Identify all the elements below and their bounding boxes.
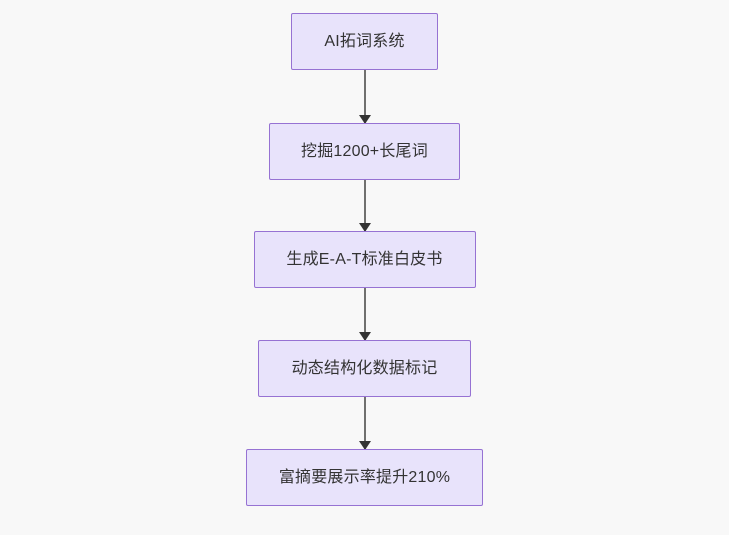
- edge-line: [363, 288, 366, 340]
- flow-node-label: 挖掘1200+长尾词: [301, 142, 428, 160]
- arrow-down-icon: [358, 223, 371, 232]
- flow-node-label: 生成E-A-T标准白皮书: [286, 250, 443, 268]
- flow-edge-3: [355, 288, 375, 341]
- flow-edge-4: [355, 397, 375, 450]
- arrow-down-icon: [358, 441, 371, 450]
- flow-node-dynamic-structured-data-markup[interactable]: 动态结构化数据标记: [258, 340, 471, 397]
- flow-node-mine-longtail-keywords[interactable]: 挖掘1200+长尾词: [269, 123, 460, 180]
- flow-node-label: 富摘要展示率提升210%: [278, 468, 451, 486]
- flow-node-ai-keyword-system[interactable]: AI拓词系统: [291, 13, 438, 70]
- flow-node-rich-snippet-impression-lift[interactable]: 富摘要展示率提升210%: [246, 449, 483, 506]
- flow-edge-1: [355, 70, 375, 124]
- flow-node-generate-eat-whitepaper[interactable]: 生成E-A-T标准白皮书: [253, 231, 476, 288]
- flow-edge-2: [355, 180, 375, 232]
- edge-line: [363, 70, 366, 123]
- flow-node-label: AI拓词系统: [324, 32, 405, 50]
- arrow-down-icon: [358, 332, 371, 341]
- arrow-down-icon: [358, 115, 371, 124]
- flow-node-label: 动态结构化数据标记: [291, 359, 438, 377]
- edge-line: [363, 397, 366, 449]
- edge-line: [363, 180, 366, 231]
